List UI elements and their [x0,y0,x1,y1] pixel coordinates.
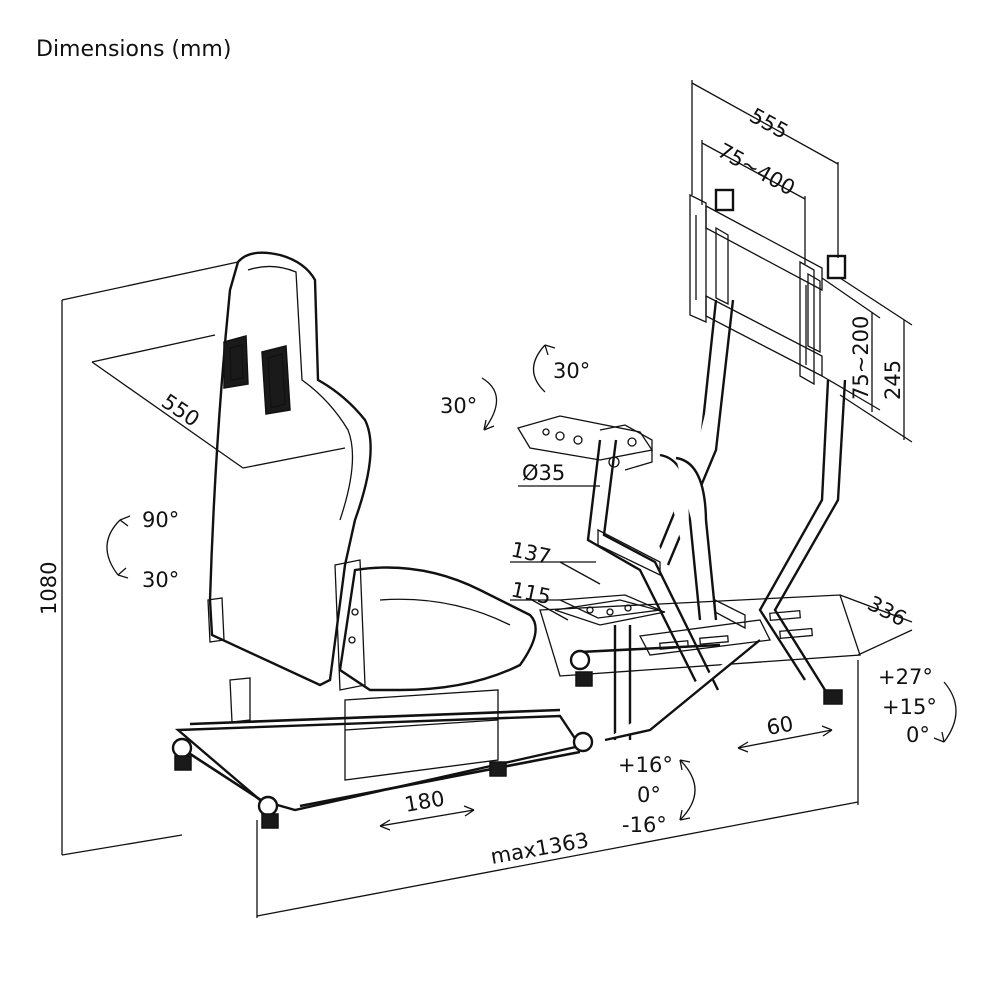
label-pedal-angle-0: 0° [906,723,930,747]
pedal-base [539,594,861,677]
shifter-rotation-arc [679,759,696,821]
label-pedal-angle-27: +27° [878,665,933,689]
diagram-title: Dimensions (mm) [36,37,231,62]
wheel-stand [517,415,746,691]
label-pedal-width: 336 [864,591,911,631]
label-shifter-minus16: -16° [622,813,667,837]
vesa-left-bracket [689,193,707,323]
base-rail-outline [174,714,582,812]
vesa-right-bracket [799,260,815,386]
label-seat-depth: 550 [157,389,204,431]
label-wheel-tilt-a: 30° [553,359,590,383]
label-pedal-angle-15: +15° [882,695,937,719]
wheel-post-left-edge [602,439,720,691]
monitor-upright-right-edge [773,379,847,691]
wheel-post-right-edge [675,456,718,621]
label-backrest-up: 90° [142,508,179,532]
label-mount-height: 245 [881,360,905,400]
seat-backrest [208,251,372,687]
base-frame [171,643,843,829]
label-tube-diameter: Ø35 [522,461,565,485]
label-seat-slide: 180 [403,786,447,817]
label-shifter-plus16: +16° [618,753,673,777]
label-pedal-slide: 60 [765,712,795,740]
pedal-rotation-arc [943,681,957,743]
dimension-lines [61,80,957,918]
label-vesa-vertical: 75~200 [849,316,873,400]
racing-seat [207,251,537,781]
label-shifter-0: 0° [637,783,661,807]
shifter-plate [554,599,666,626]
label-offset-115: 115 [509,577,553,609]
label-wheel-tilt-b: 30° [440,394,477,418]
label-offset-137: 137 [509,537,553,569]
seat-cushion [338,566,537,692]
wheel-rotation-arc-b [481,377,498,431]
wheel-rotation-arc-a [532,344,546,393]
label-monitor-width: 555 [746,103,793,143]
seat-slider [344,689,499,781]
label-backrest-down: 30° [142,568,179,592]
shifter-mount [554,599,761,742]
backrest-rotation-arc [106,519,121,576]
label-total-height: 1080 [37,562,61,615]
harness-slot-left [223,335,249,389]
